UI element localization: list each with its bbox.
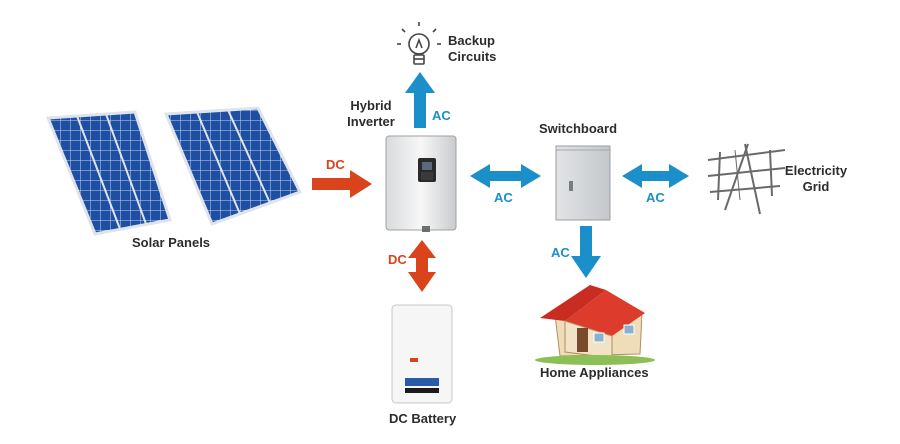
dc-arrow-solar-to-inverter (312, 170, 372, 198)
ac-arrow-switchboard-to-home (571, 226, 601, 278)
dc-battery-label: DC Battery (389, 411, 457, 426)
house-image (535, 285, 655, 365)
switchboard-label: Switchboard (539, 121, 618, 136)
lightbulb-icon (397, 22, 441, 65)
hybrid-inverter-label: Hybrid Inverter (347, 98, 395, 129)
ac-flow-label-inverter-switchboard: AC (494, 190, 513, 205)
ac-flow-label-switchboard-grid: AC (646, 190, 665, 205)
ac-arrow-inverter-switchboard (470, 164, 541, 188)
solar-panels-image (45, 106, 303, 236)
dc-flow-label-battery: DC (388, 252, 407, 267)
dc-flow-label-solar: DC (326, 157, 345, 172)
dc-arrow-inverter-battery (408, 240, 436, 292)
ac-flow-label-backup: AC (432, 108, 451, 123)
dc-battery-image (391, 304, 453, 404)
solar-panels-label: Solar Panels (132, 235, 211, 250)
ac-arrow-switchboard-grid (622, 164, 689, 188)
switchboard-image (555, 145, 611, 221)
home-appliances-label: Home Appliances (540, 365, 649, 380)
electricity-grid-icon (707, 143, 786, 215)
electricity-grid-label: Electricity Grid (784, 163, 848, 194)
ac-arrow-inverter-to-backup (405, 72, 435, 128)
ac-flow-label-home: AC (551, 245, 570, 260)
backup-circuits-label: Backup Circuits (448, 33, 497, 64)
hybrid-inverter-image (385, 135, 457, 232)
